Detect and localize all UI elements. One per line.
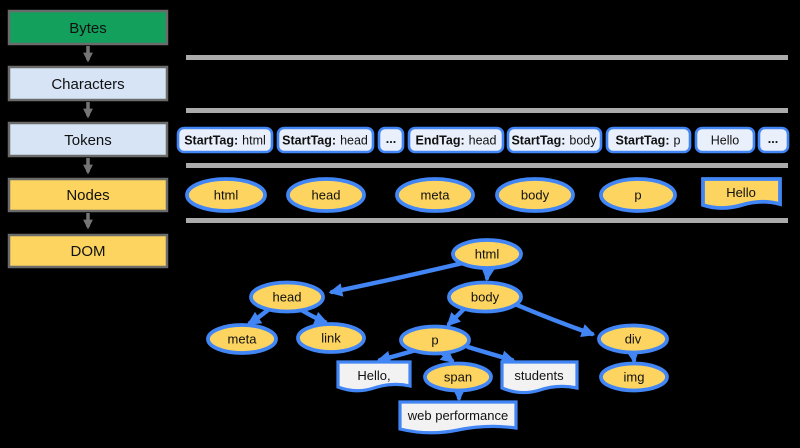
tree-node-link xyxy=(296,322,366,354)
tree-node-label: img xyxy=(624,370,645,385)
node-label: body xyxy=(521,188,550,203)
tree-node-p xyxy=(399,324,471,356)
node-label: Hello xyxy=(726,185,756,200)
node-oval-meta xyxy=(395,177,475,213)
token-text-part: head xyxy=(469,134,497,148)
tree-node-html xyxy=(451,238,523,270)
divider-tokens-row xyxy=(186,163,788,168)
tree-textnode-label: students xyxy=(514,368,564,383)
stage-box-dom xyxy=(7,233,169,269)
token-ellipsis-1 xyxy=(377,126,405,154)
token-starttag-body xyxy=(506,126,603,154)
stage-box-nodes xyxy=(7,177,169,213)
token-label: ... xyxy=(768,132,778,146)
stage-label-bytes: Bytes xyxy=(69,20,107,37)
token-endtag-head xyxy=(407,126,505,154)
tree-node-label: body xyxy=(471,290,500,305)
node-label: html xyxy=(214,188,239,203)
edge-html-body xyxy=(481,266,495,282)
stage-box-characters xyxy=(7,65,169,102)
token-label: Hello xyxy=(711,134,740,148)
tree-node-label: meta xyxy=(228,332,258,347)
token-text-part: head xyxy=(340,134,368,148)
token-bold-part: EndTag: xyxy=(416,134,465,148)
tree-node-label: link xyxy=(321,331,341,346)
tree-node-body xyxy=(447,280,523,314)
tree-textnode-students xyxy=(500,360,579,395)
node-oval-html xyxy=(185,177,267,213)
edge-body-p xyxy=(446,306,467,327)
edge-head-meta xyxy=(247,307,271,326)
tree-textnode-webperformance xyxy=(398,400,518,435)
stage-label-tokens: Tokens xyxy=(64,132,112,149)
tree-node-div xyxy=(597,323,669,355)
tree-textnode-label: Hello, xyxy=(357,368,390,383)
tree-node-meta xyxy=(206,323,278,355)
token-text-part: body xyxy=(569,134,597,148)
stage-box-tokens xyxy=(7,121,169,158)
token-bold-part: StartTag: xyxy=(282,134,336,148)
tree-node-label: head xyxy=(273,290,302,305)
node-label: meta xyxy=(421,188,451,203)
node-oval-body xyxy=(495,177,575,213)
stage-label-dom: DOM xyxy=(71,243,106,260)
edge-body-div xyxy=(514,302,596,338)
row-dividers xyxy=(186,55,788,223)
tree-node-img xyxy=(599,361,669,393)
token-hello xyxy=(694,126,756,154)
tree-node-label: html xyxy=(475,247,500,262)
edge-p-hello xyxy=(376,347,419,365)
node-label: p xyxy=(634,188,641,203)
tree-node-label: p xyxy=(431,333,438,348)
edge-head-link xyxy=(300,308,329,325)
token-bold-part: StartTag: xyxy=(511,134,565,148)
stage-box-bytes xyxy=(7,9,169,46)
tree-textnode-label: web performance xyxy=(407,408,508,423)
tokens-row: StartTag: html StartTag: head ... EndTag: h… xyxy=(176,126,790,154)
tree-node-label: span xyxy=(444,370,472,385)
token-label: EndTag: head xyxy=(416,134,497,148)
edge-html-head xyxy=(328,260,466,297)
divider-nodes-row xyxy=(186,218,788,223)
tree-node-span xyxy=(423,361,493,393)
divider-bytes-row xyxy=(186,55,788,60)
dom-tree: html head body meta link p div span img … xyxy=(206,238,669,435)
stage-label-characters: Characters xyxy=(51,76,124,93)
node-doc-hello xyxy=(701,177,782,210)
node-label: head xyxy=(312,188,341,203)
token-label: StartTag: html xyxy=(184,134,266,148)
nodes-row: html head meta body p Hello xyxy=(185,177,782,213)
token-text-part: html xyxy=(242,134,266,148)
token-starttag-html xyxy=(176,126,274,154)
token-bold-part: StartTag: xyxy=(184,134,238,148)
node-oval-p xyxy=(599,177,677,213)
tree-textnode-hello xyxy=(336,360,412,393)
tree-node-label: div xyxy=(625,332,642,347)
token-text-part: p xyxy=(673,134,680,148)
token-ellipsis-2 xyxy=(757,126,790,154)
token-starttag-p xyxy=(605,126,692,154)
token-starttag-head xyxy=(276,126,375,154)
token-label: StartTag: head xyxy=(282,134,368,148)
token-label: StartTag:p xyxy=(616,134,681,148)
token-label: ... xyxy=(386,132,396,146)
token-bold-part: StartTag: xyxy=(616,134,670,148)
node-oval-head xyxy=(286,177,366,213)
pipeline-column: Bytes Characters Tokens Nodes DOM xyxy=(7,9,169,269)
tree-node-head xyxy=(249,280,325,314)
edge-p-students xyxy=(465,344,516,364)
divider-characters-row xyxy=(186,108,788,113)
stage-label-nodes: Nodes xyxy=(66,187,109,204)
token-label: StartTag: body xyxy=(511,134,597,148)
